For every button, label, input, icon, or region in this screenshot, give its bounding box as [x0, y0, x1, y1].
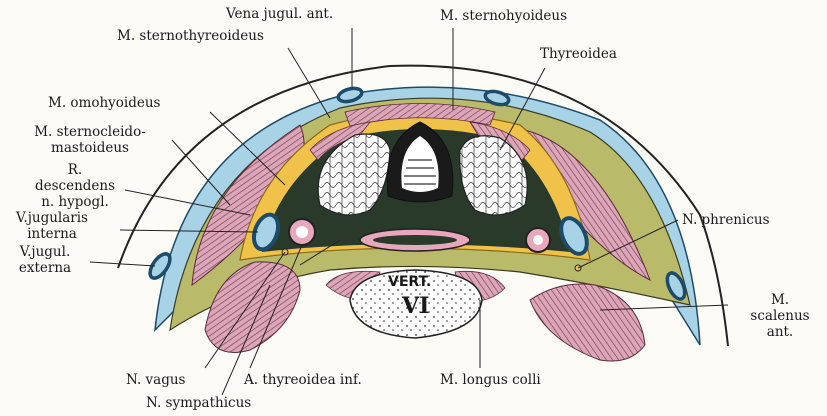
label-m-sternocleido-line2: mastoideus	[20, 140, 160, 156]
carotid-left-lumen	[296, 226, 308, 238]
label-m-scalenus-line3: ant.	[740, 324, 820, 340]
label-m-omohyoideus: M. omohyoideus	[48, 95, 160, 111]
label-m-scalenus-line1: M.	[740, 292, 820, 308]
scalenus-right	[530, 284, 645, 361]
label-n-phrenicus: N. phrenicus	[682, 212, 770, 228]
label-m-sternohyoideus: M. sternohyoideus	[440, 8, 567, 24]
esophagus-lumen	[373, 235, 457, 245]
label-r-desc-line1: R.	[20, 162, 130, 178]
label-vert: VERT.	[388, 274, 431, 290]
label-r-desc-line2: descendens	[20, 178, 130, 194]
label-vert-number: VI	[402, 294, 429, 318]
label-m-scalenus-ant: M. scalenus ant.	[740, 292, 820, 340]
label-a-thyreoidea-inf: A. thyreoidea inf.	[244, 372, 362, 388]
label-v-jugul-externa: V.jugul. externa	[0, 244, 90, 276]
label-v-jug-ext-line2: externa	[0, 260, 90, 276]
label-v-jugularis-interna: V.jugularis interna	[2, 210, 102, 242]
label-v-jug-int-line2: interna	[2, 226, 102, 242]
label-vena-jugul-ant: Vena jugul. ant.	[226, 6, 333, 22]
label-v-jug-int-line1: V.jugularis	[2, 210, 102, 226]
label-r-descendens: R. descendens n. hypogl.	[20, 162, 130, 210]
label-r-desc-line3: n. hypogl.	[20, 194, 130, 210]
label-m-scalenus-line2: scalenus	[740, 308, 820, 324]
label-m-longus-colli: M. longus colli	[440, 372, 541, 388]
label-thyreoidea: Thyreoidea	[540, 46, 617, 62]
label-v-jug-ext-line1: V.jugul.	[0, 244, 90, 260]
label-n-sympathicus: N. sympathicus	[146, 395, 251, 411]
label-n-vagus: N. vagus	[126, 372, 185, 388]
carotid-right-lumen	[533, 235, 543, 245]
label-m-sternocleido-line1: M. sternocleido-	[20, 124, 160, 140]
label-m-sternothyreoideus: M. sternothyreoideus	[117, 28, 264, 44]
label-m-sternocleidomastoideus: M. sternocleido- mastoideus	[20, 124, 160, 156]
